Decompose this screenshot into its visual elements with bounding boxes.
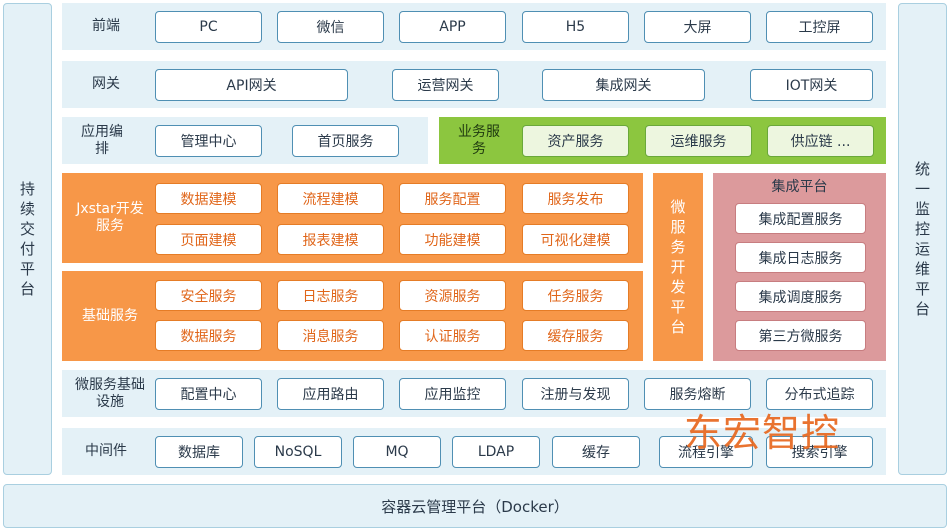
infra-item-config-center: 配置中心 <box>155 378 262 410</box>
basic-item-security: 安全服务 <box>155 280 262 311</box>
integration-platform-title: 集成平台 <box>771 179 828 195</box>
app-orchestration-layer: 应用编排 管理中心 首页服务 <box>62 117 428 164</box>
basic-item-data: 数据服务 <box>155 320 262 351</box>
jxstar-item-data-modeling: 数据建模 <box>155 183 262 214</box>
middleware-item-ldap: LDAP <box>452 436 540 468</box>
gateway-layer: 网关 API网关 运营网关 集成网关 IOT网关 <box>62 61 886 108</box>
app-orchestration-item-management-center: 管理中心 <box>155 125 262 157</box>
middleware-item-mq: MQ <box>353 436 441 468</box>
basic-item-auth: 认证服务 <box>399 320 506 351</box>
infra-item-app-monitoring: 应用监控 <box>399 378 506 410</box>
middleware-item-nosql: NoSQL <box>254 436 342 468</box>
middleware-item-process-engine: 流程引擎 <box>659 436 753 468</box>
basic-services-label: 基础服务 <box>82 307 138 324</box>
jxstar-dev-services-label: Jxstar开发服务 <box>76 201 144 234</box>
integration-platform-block: 集成平台 集成配置服务 集成日志服务 集成调度服务 第三方微服务 <box>713 173 886 361</box>
infra-item-registry-discovery: 注册与发现 <box>522 378 629 410</box>
integration-item-log: 集成日志服务 <box>735 242 866 273</box>
jxstar-item-report-modeling: 报表建模 <box>277 224 384 255</box>
jxstar-item-page-modeling: 页面建模 <box>155 224 262 255</box>
frontend-item-pc: PC <box>155 11 262 43</box>
microservice-infra-label: 微服务基础设施 <box>75 376 145 410</box>
business-services-label: 业务服务 <box>458 123 500 157</box>
watermark: 东宏智控 <box>684 411 841 455</box>
integration-item-scheduling: 集成调度服务 <box>735 281 866 312</box>
gateway-item-operations: 运营网关 <box>392 69 499 101</box>
gateway-item-integration: 集成网关 <box>542 69 705 101</box>
basic-services-block: 基础服务 安全服务 日志服务 资源服务 任务服务 数据服务 消息服务 认证服务 … <box>62 271 643 361</box>
frontend-item-wechat: 微信 <box>277 11 384 43</box>
basic-item-log: 日志服务 <box>277 280 384 311</box>
infra-item-app-routing: 应用路由 <box>277 378 384 410</box>
basic-item-cache: 缓存服务 <box>522 320 629 351</box>
frontend-item-h5: H5 <box>522 11 629 43</box>
jxstar-item-visual-modeling: 可视化建模 <box>522 224 629 255</box>
basic-item-task: 任务服务 <box>522 280 629 311</box>
integration-item-config: 集成配置服务 <box>735 203 866 234</box>
container-cloud-platform-label: 容器云管理平台（Docker） <box>381 497 569 516</box>
jxstar-item-process-modeling: 流程建模 <box>277 183 384 214</box>
microservice-dev-platform-label: 微服务开发平台 <box>670 198 686 336</box>
frontend-item-big-screen: 大屏 <box>644 11 751 43</box>
continuous-delivery-label: 持续交付平台 <box>19 180 35 298</box>
business-item-supply-chain: 供应链 ... <box>767 125 874 157</box>
frontend-label: 前端 <box>92 18 120 34</box>
gateway-item-api: API网关 <box>155 69 348 101</box>
frontend-item-industrial-screen: 工控屏 <box>766 11 873 43</box>
infra-item-circuit-breaker: 服务熔断 <box>644 378 751 410</box>
continuous-delivery-platform: 持续交付平台 <box>3 3 52 475</box>
business-item-operations: 运维服务 <box>645 125 752 157</box>
frontend-layer: 前端 PC 微信 APP H5 大屏 工控屏 <box>62 3 886 50</box>
business-services-block: 业务服务 资产服务 运维服务 供应链 ... <box>439 117 886 164</box>
gateway-item-iot: IOT网关 <box>750 69 873 101</box>
gateway-label: 网关 <box>92 76 120 92</box>
integration-item-third-party: 第三方微服务 <box>735 320 866 351</box>
middleware-label: 中间件 <box>85 443 127 459</box>
unified-monitoring-label: 统一监控运维平台 <box>914 160 930 318</box>
microservice-infra-layer: 微服务基础设施 配置中心 应用路由 应用监控 注册与发现 服务熔断 分布式追踪 <box>62 370 886 417</box>
middleware-layer: 中间件 数据库 NoSQL MQ LDAP 缓存 流程引擎 搜索引擎 <box>62 428 886 475</box>
basic-item-message: 消息服务 <box>277 320 384 351</box>
unified-monitoring-platform: 统一监控运维平台 <box>898 3 947 475</box>
infra-item-distributed-tracing: 分布式追踪 <box>766 378 873 410</box>
container-cloud-platform: 容器云管理平台（Docker） <box>3 484 947 528</box>
jxstar-item-service-config: 服务配置 <box>399 183 506 214</box>
microservice-dev-platform: 微服务开发平台 <box>653 173 703 361</box>
app-orchestration-item-home-service: 首页服务 <box>292 125 399 157</box>
jxstar-dev-services-block: Jxstar开发服务 数据建模 流程建模 服务配置 服务发布 页面建模 报表建模… <box>62 173 643 263</box>
business-item-asset: 资产服务 <box>522 125 629 157</box>
jxstar-item-function-modeling: 功能建模 <box>399 224 506 255</box>
basic-item-resource: 资源服务 <box>399 280 506 311</box>
middleware-item-database: 数据库 <box>155 436 243 468</box>
app-orchestration-label: 应用编排 <box>81 123 123 157</box>
middleware-item-cache: 缓存 <box>552 436 640 468</box>
middleware-item-search-engine: 搜索引擎 <box>766 436 873 468</box>
jxstar-item-service-publish: 服务发布 <box>522 183 629 214</box>
frontend-item-app: APP <box>399 11 506 43</box>
